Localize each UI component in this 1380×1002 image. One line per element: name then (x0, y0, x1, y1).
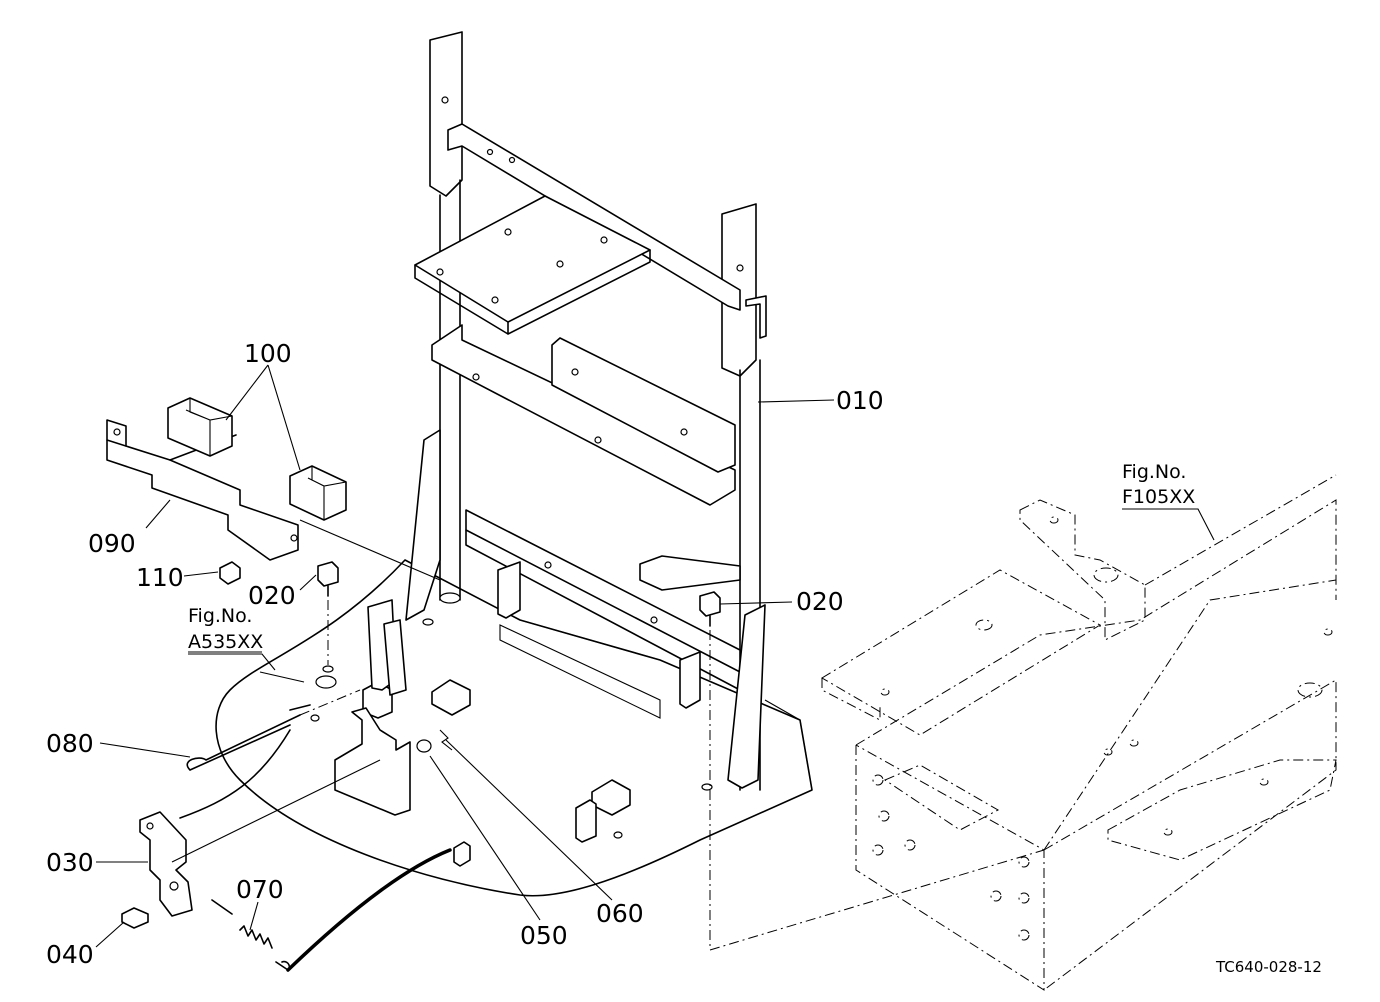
lever-bracket (334, 599, 411, 816)
label-100: 100 (244, 339, 292, 368)
label-010: 010 (836, 386, 884, 415)
label-080: 080 (46, 729, 94, 758)
label-090: 090 (88, 529, 136, 558)
ref-f-label: Fig.No. (1122, 461, 1186, 483)
label-110: 110 (136, 563, 184, 592)
label-040: 040 (46, 940, 94, 969)
label-020-right: 020 (796, 587, 844, 616)
battery-holder-090 (106, 419, 441, 581)
ref-a-code: A535XX (188, 631, 263, 653)
label-060: 060 (596, 899, 644, 928)
frame-010 (405, 31, 813, 791)
rubber-block-100 (167, 397, 347, 521)
vehicle-frame (821, 474, 1337, 991)
ref-a-label: Fig.No. (188, 605, 252, 627)
leader-lines (95, 364, 1215, 948)
ref-f-code: F105XX (1122, 486, 1195, 508)
label-030: 030 (46, 848, 94, 877)
part-labels: 010 100 090 110 020 020 080 030 040 070 … (46, 339, 1322, 976)
drawing-code: TC640-028-12 (1215, 958, 1322, 976)
label-050: 050 (520, 921, 568, 950)
label-070: 070 (236, 875, 284, 904)
hardware (121, 561, 1045, 972)
label-020-left: 020 (248, 581, 296, 610)
